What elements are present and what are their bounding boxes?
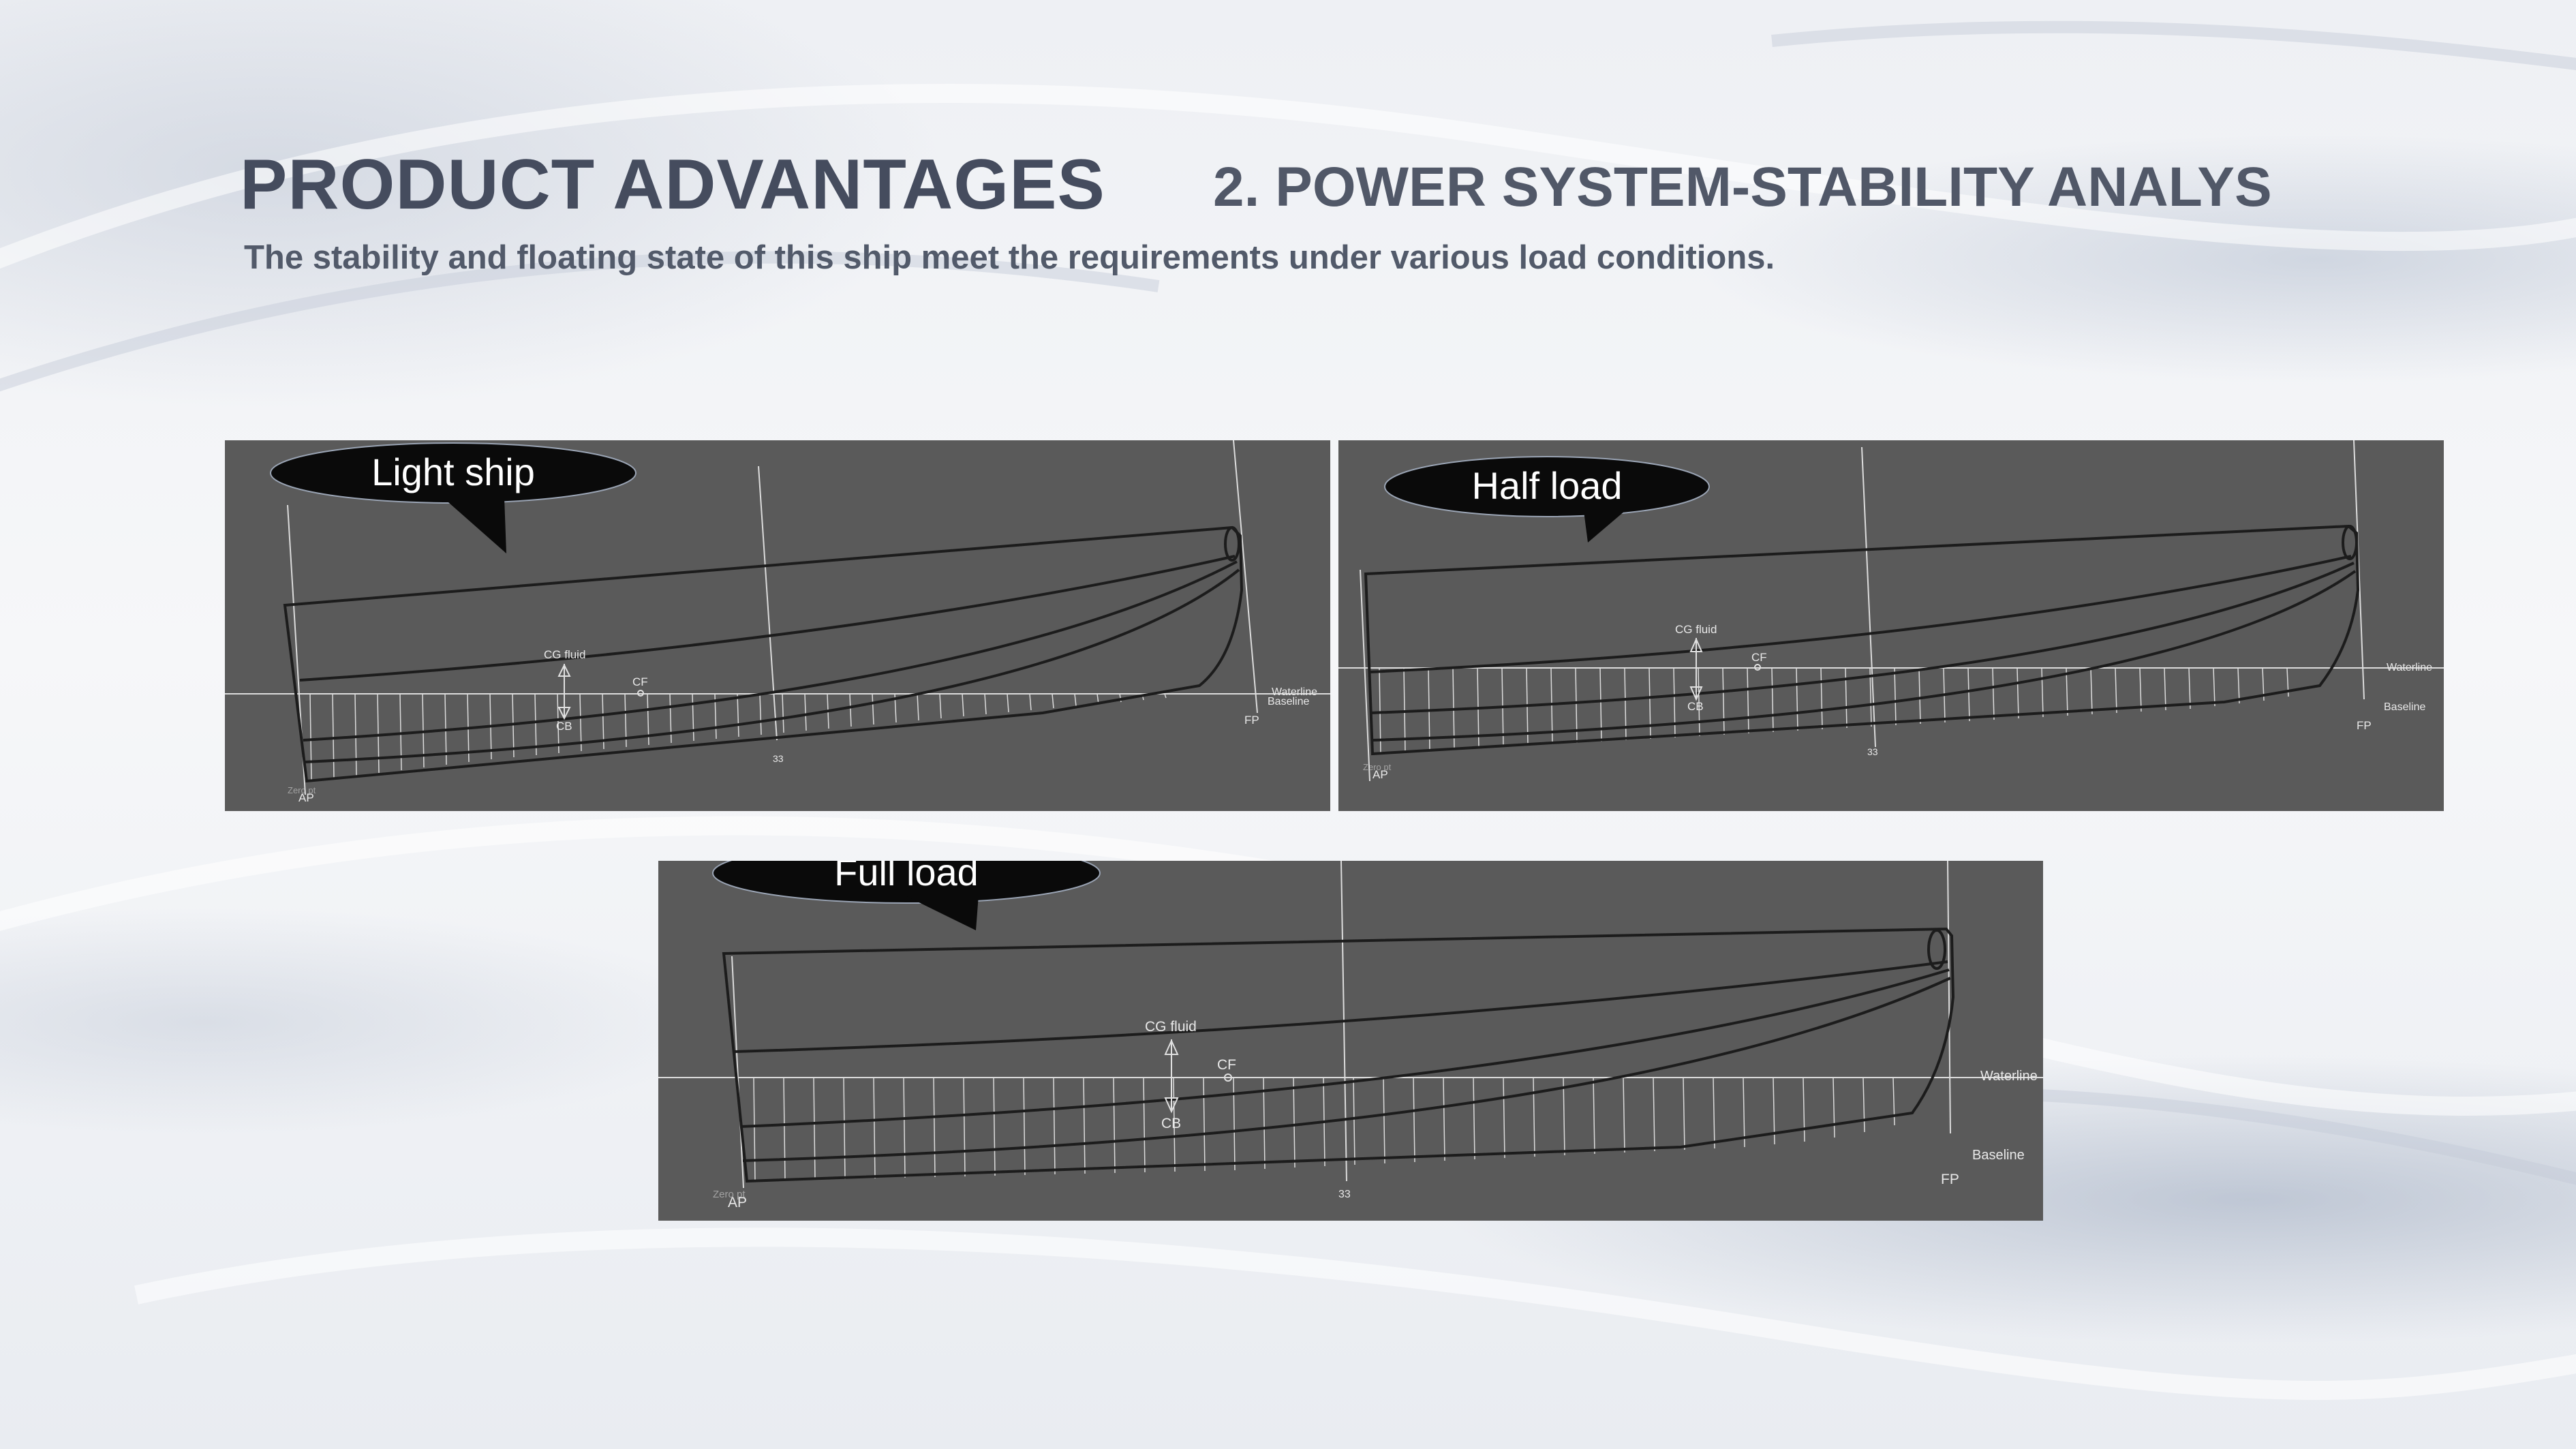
- section-title: 2. POWER SYSTEM-STABILITY ANALYS: [1213, 156, 2272, 218]
- stability-diagram-light-ship: CG fluid CF CB Waterline Baseline FP AP …: [225, 440, 1330, 804]
- mid-marker: 33: [773, 753, 784, 764]
- waterline-label: Waterline: [1980, 1069, 2038, 1084]
- stability-diagram-full-load: CG fluid CF CB Waterline Baseline FP AP …: [658, 861, 2043, 1210]
- ap-label: AP: [728, 1195, 747, 1210]
- hull-outline: [283, 525, 1244, 783]
- zero-marker: Zero pt: [1363, 762, 1392, 772]
- zero-marker: Zero pt: [288, 785, 316, 795]
- panel-full-load: CG fluid CF CB Waterline Baseline FP AP …: [658, 861, 2043, 1221]
- baseline-label: Baseline: [2384, 701, 2425, 713]
- cb-label: CB: [1687, 700, 1704, 713]
- cg-label: CG fluid: [1675, 623, 1717, 636]
- guide-lines: [1338, 440, 2444, 782]
- cf-label: CF: [632, 675, 648, 688]
- baseline-label: Baseline: [1268, 696, 1309, 707]
- waterline-label: Waterline: [2387, 662, 2432, 673]
- page-title: PRODUCT ADVANTAGES: [240, 145, 1105, 224]
- baseline-label: Baseline: [1972, 1148, 2025, 1163]
- bubble-text: Full load: [834, 861, 979, 894]
- panel-half-load: CG fluid CF CB Waterline Baseline FP AP …: [1338, 440, 2444, 811]
- mid-marker: 33: [1867, 746, 1878, 757]
- cb-label: CB: [1161, 1116, 1181, 1131]
- cf-label: CF: [1751, 651, 1767, 664]
- ap-label: AP: [298, 791, 314, 804]
- label-bubble-full-load: Full load: [712, 861, 1101, 930]
- label-bubble-half-load: Half load: [1384, 456, 1710, 543]
- fp-label: FP: [2357, 719, 2372, 732]
- cg-label: CG fluid: [1145, 1019, 1197, 1035]
- guide-lines: [658, 861, 2043, 1189]
- bubble-text: Half load: [1471, 464, 1622, 507]
- page-description: The stability and floating state of this…: [244, 239, 1775, 276]
- cg-cb-markers: CG fluid CF CB Waterline Baseline FP AP …: [713, 1019, 2038, 1210]
- label-bubble-light-ship: Light ship: [270, 442, 637, 553]
- cg-cb-markers: CG fluid CF CB Waterline Baseline FP AP …: [288, 648, 1317, 804]
- zero-marker: Zero pt: [713, 1189, 746, 1200]
- station-lines: [753, 1077, 1895, 1182]
- hull-outline: [722, 927, 1955, 1183]
- fp-label: FP: [1941, 1172, 1959, 1187]
- hull-outline: [1364, 524, 2360, 756]
- cg-label: CG fluid: [544, 648, 585, 661]
- panel-light-ship: CG fluid CF CB Waterline Baseline FP AP …: [225, 440, 1330, 811]
- bubble-text: Light ship: [371, 451, 535, 493]
- waterline-label: Waterline: [1272, 686, 1317, 698]
- ap-label: AP: [1373, 768, 1388, 781]
- stability-diagram-half-load: CG fluid CF CB Waterline Baseline FP AP …: [1338, 440, 2444, 782]
- fp-label: FP: [1244, 714, 1259, 727]
- mid-marker: 33: [1338, 1189, 1351, 1200]
- cg-cb-markers: CG fluid CF CB Waterline Baseline FP AP …: [1363, 623, 2432, 781]
- cf-label: CF: [1217, 1057, 1236, 1073]
- cb-label: CB: [556, 720, 572, 733]
